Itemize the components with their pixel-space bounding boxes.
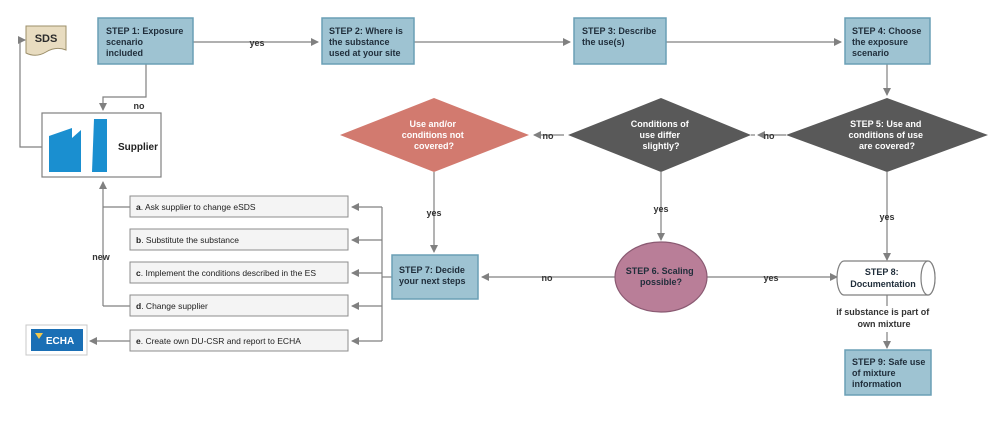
step6-text: STEP 6. Scaling possible? (626, 266, 696, 287)
arrow-step1-supplier (99, 64, 147, 111)
step5-diamond: STEP 5: Use and conditions of use are co… (786, 98, 988, 172)
step6-oval: STEP 6. Scaling possible? (614, 241, 708, 313)
label-yes-step5: yes (879, 212, 894, 222)
sds-document: SDS (25, 25, 67, 56)
option-d: d. Change supplier (129, 294, 349, 317)
option-a-text: a. Ask supplier to change eSDS (136, 202, 256, 212)
option-e-text: e. Create own DU-CSR and report to ECHA (136, 336, 301, 346)
option-e: e. Create own DU-CSR and report to ECHA (129, 329, 349, 352)
notcovered-text: Use and/or conditions not covered? (402, 119, 467, 151)
step9-box: STEP 9: Safe use of mixture information (844, 349, 932, 396)
option-b-text: b. Substitute the substance (136, 235, 239, 245)
option-c: c. Implement the conditions described in… (129, 261, 349, 284)
label-mixture: if substance is part of own mixture (836, 307, 932, 329)
chimney-icon (92, 119, 107, 172)
supplier-label: Supplier (118, 142, 158, 153)
option-c-text: c. Implement the conditions described in… (136, 268, 316, 278)
factory-icon (49, 128, 81, 172)
step8-text: STEP 8: Documentation (850, 267, 916, 289)
step3-box: STEP 3: Describe the use(s) (573, 17, 667, 65)
step2-text: STEP 2: Where is the substance used at y… (329, 26, 405, 58)
differ-diamond: Conditions of use differ slightly? (568, 98, 751, 172)
step9-text: STEP 9: Safe use of mixture information (852, 357, 928, 389)
option-a: a. Ask supplier to change eSDS (129, 195, 349, 218)
connectors (18, 36, 891, 349)
step1-text: STEP 1: Exposure scenario included (106, 26, 186, 58)
step2-box: STEP 2: Where is the substance used at y… (321, 17, 415, 65)
notcovered-diamond: Use and/or conditions not covered? (340, 98, 529, 172)
label-yes-differ: yes (653, 204, 668, 214)
step7-box: STEP 7: Decide your next steps (391, 254, 479, 300)
supplier-box: Supplier (41, 112, 162, 178)
step3-text: STEP 3: Describe the use(s) (582, 26, 659, 47)
label-yes-notcovered: yes (426, 208, 441, 218)
step1-box: STEP 1: Exposure scenario included (97, 17, 194, 65)
arrow-supplier-sds (18, 36, 42, 148)
option-b: b. Substitute the substance (129, 228, 349, 251)
label-no-differ: no (543, 131, 554, 141)
echa-logo: ECHA (25, 324, 88, 356)
label-no-step1: no (134, 101, 145, 111)
label-no-step6: no (542, 273, 553, 283)
step5-text: STEP 5: Use and conditions of use are co… (848, 119, 925, 151)
document-icon (25, 25, 67, 56)
step8-documentation: STEP 8: Documentation (836, 260, 936, 296)
option-d-text: d. Change supplier (136, 301, 208, 311)
label-yes-step6: yes (763, 273, 778, 283)
step4-text: STEP 4: Choose the exposure scenario (852, 26, 924, 58)
differ-text: Conditions of use differ slightly? (631, 119, 692, 151)
step4-box: STEP 4: Choose the exposure scenario (844, 17, 931, 65)
label-yes-step1: yes (249, 38, 264, 48)
label-no-step5: no (764, 131, 775, 141)
step7-text: STEP 7: Decide your next steps (399, 265, 467, 286)
echa-label: ECHA (46, 336, 74, 347)
label-new: new (92, 252, 111, 262)
sds-label: SDS (35, 33, 58, 45)
